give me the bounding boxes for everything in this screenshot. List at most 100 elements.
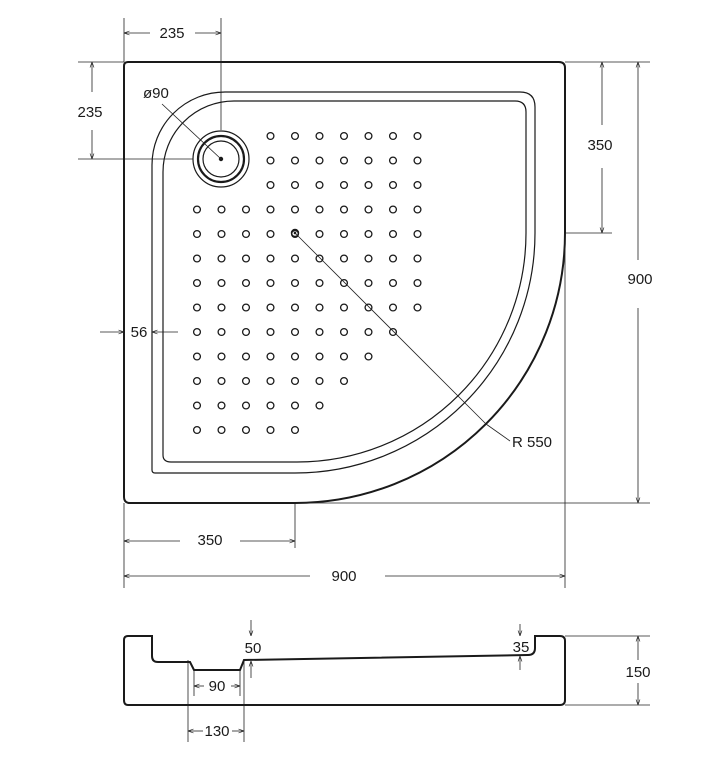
anti-slip-hole (364, 278, 373, 288)
anti-slip-hole (364, 205, 373, 214)
anti-slip-hole (192, 205, 202, 214)
anti-slip-hole (192, 254, 202, 263)
anti-slip-hole (315, 180, 324, 190)
anti-slip-hole (315, 327, 324, 337)
anti-slip-hole (241, 401, 251, 410)
anti-slip-hole (388, 278, 398, 288)
anti-slip-hole (266, 376, 275, 386)
anti-slip-hole (339, 327, 349, 337)
anti-slip-hole (266, 156, 275, 165)
anti-slip-hole (290, 254, 300, 263)
anti-slip-hole (315, 303, 324, 312)
anti-slip-hole (339, 229, 349, 239)
anti-slip-hole (388, 205, 398, 214)
anti-slip-hole (388, 327, 398, 337)
anti-slip-hole (266, 180, 275, 190)
top-view-labels: 235 235 ø90 350 900 56 R 550 350 900 (77, 25, 652, 585)
anti-slip-hole (290, 401, 300, 410)
anti-slip-hole (315, 131, 324, 141)
anti-slip-hole (388, 180, 398, 190)
anti-slip-hole (388, 254, 398, 263)
anti-slip-hole (290, 352, 300, 361)
anti-slip-hole (315, 278, 324, 288)
anti-slip-hole (192, 303, 202, 312)
top-view (123, 61, 566, 504)
anti-slip-hole (266, 205, 275, 214)
dim-total-width: 900 (331, 568, 356, 585)
anti-slip-hole (339, 156, 349, 165)
anti-slip-hole (241, 327, 251, 337)
anti-slip-hole (364, 254, 373, 263)
anti-slip-hole (290, 205, 300, 214)
anti-slip-hole (413, 180, 422, 190)
dim-bottom-straight: 350 (197, 532, 222, 549)
anti-slip-hole (192, 425, 202, 435)
anti-slip-hole (192, 352, 202, 361)
anti-slip-hole (217, 425, 226, 435)
top-view-dimensions (78, 18, 650, 588)
anti-slip-hole (217, 229, 226, 239)
anti-slip-hole (364, 303, 373, 312)
anti-slip-hole (315, 205, 324, 214)
section-labels: 50 35 90 150 130 (204, 639, 650, 740)
anti-slip-hole (339, 205, 349, 214)
anti-slip-hole (413, 229, 422, 239)
anti-slip-hole (339, 376, 349, 386)
anti-slip-hole (315, 401, 324, 410)
anti-slip-hole (241, 352, 251, 361)
anti-slip-hole (217, 303, 226, 312)
anti-slip-hole (290, 327, 300, 337)
dim-top-offset-y: 235 (77, 104, 102, 121)
anti-slip-hole (241, 376, 251, 386)
anti-slip-hole (364, 229, 373, 239)
dim-rim-width: 56 (131, 324, 148, 341)
anti-slip-hole (364, 131, 373, 141)
anti-slip-hole (413, 254, 422, 263)
anti-slip-hole (241, 254, 251, 263)
anti-slip-hole (290, 180, 300, 190)
anti-slip-hole (413, 278, 422, 288)
anti-slip-hole (266, 229, 275, 239)
anti-slip-hole (388, 156, 398, 165)
anti-slip-hole (217, 401, 226, 410)
anti-slip-hole (217, 254, 226, 263)
anti-slip-hole (290, 303, 300, 312)
anti-slip-hole (290, 156, 300, 165)
section-dimensions (187, 620, 650, 742)
anti-slip-hole (266, 401, 275, 410)
anti-slip-hole (388, 131, 398, 141)
anti-slip-hole (413, 156, 422, 165)
section-view (123, 635, 566, 706)
anti-slip-hole (315, 352, 324, 361)
drain-inner-ring (202, 140, 240, 178)
dim-top-offset-x: 235 (159, 25, 184, 42)
anti-slip-holes (192, 131, 422, 435)
anti-slip-hole (413, 205, 422, 214)
anti-slip-hole (266, 303, 275, 312)
dim-drain-diameter: ø90 (143, 85, 169, 102)
tray-outline (123, 61, 566, 504)
anti-slip-hole (266, 327, 275, 337)
anti-slip-hole (339, 254, 349, 263)
dim-section-top-depth: 50 (245, 640, 262, 657)
anti-slip-hole (339, 131, 349, 141)
dim-section-total-height: 150 (625, 664, 650, 681)
anti-slip-hole (192, 401, 202, 410)
anti-slip-hole (315, 254, 324, 263)
anti-slip-hole (217, 205, 226, 214)
anti-slip-hole (388, 229, 398, 239)
rim-outer (151, 91, 536, 474)
anti-slip-hole (364, 156, 373, 165)
anti-slip-hole (241, 205, 251, 214)
anti-slip-hole (266, 254, 275, 263)
anti-slip-hole (241, 278, 251, 288)
anti-slip-hole (290, 278, 300, 288)
anti-slip-hole (192, 327, 202, 337)
anti-slip-hole (339, 278, 349, 288)
anti-slip-hole (364, 327, 373, 337)
dim-section-right-depth: 35 (513, 639, 530, 656)
anti-slip-hole (339, 303, 349, 312)
dim-section-drain-outer: 130 (204, 723, 229, 740)
anti-slip-hole (364, 352, 373, 361)
